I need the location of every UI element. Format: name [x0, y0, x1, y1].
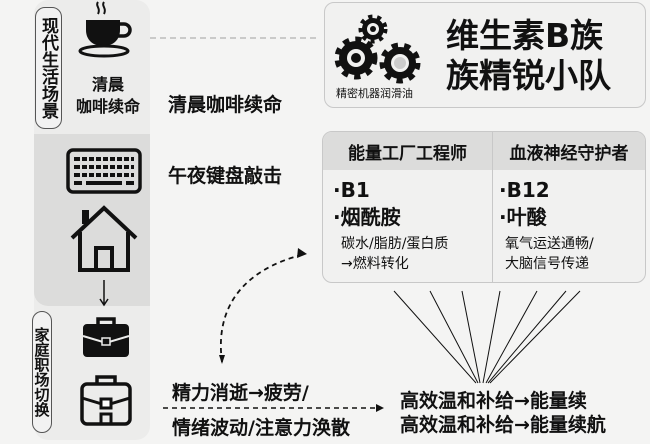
vitamin-table: 能量工厂工程师 ·B1 ·烟酰胺 碳水/脂肪/蛋白质 →燃料转化 血液神经守护者…	[322, 131, 646, 283]
coffee-caption-line2: 咖啡续命	[75, 97, 140, 116]
left-panel-mid-lower	[34, 248, 150, 306]
coffee-caption-line1: 清晨	[91, 75, 124, 94]
house-icon	[70, 205, 138, 272]
gears-icon	[334, 14, 421, 84]
vitamin-item: ·烟酰胺	[333, 205, 401, 229]
problem-text-line1: 精力消逝→疲劳/	[172, 382, 309, 404]
solution-text-line2: 高效温和补给→能量续航	[400, 414, 606, 436]
coffee-cup-icon	[78, 1, 132, 58]
arrow-head-up	[297, 248, 307, 258]
vitamin-item: ·B12	[499, 178, 550, 202]
scene-midnight-keyboard: 午夜键盘敲击	[168, 165, 283, 187]
table-column-energy: 能量工厂工程师 ·B1 ·烟酰胺 碳水/脂肪/蛋白质 →燃料转化	[323, 132, 493, 282]
scene-morning-coffee: 清晨咖啡续命	[168, 94, 283, 116]
coffee-caption: 清晨 咖啡续命	[68, 74, 148, 118]
main-title-line2: 族精锐小队	[446, 56, 611, 95]
main-title-line1: 维生素B族	[446, 16, 604, 55]
dashed-divider	[150, 37, 320, 39]
column-description: 氧气运送通畅/	[505, 236, 594, 252]
problem-text-line2: 情绪波动/注意力涣散	[172, 417, 350, 439]
table-column-blood-nerve: 血液神经守护者 ·B12 ·叶酸 氧气运送通畅/ 大脑信号传递	[493, 132, 645, 282]
column-header: 能量工厂工程师	[323, 132, 492, 170]
section-label-home-work: 家庭职场切换	[32, 311, 52, 433]
gear-caption: 精密机器润滑油	[336, 87, 413, 100]
briefcase-filled-icon	[82, 317, 130, 357]
column-description: 碳水/脂肪/蛋白质	[341, 236, 449, 252]
fan-lines	[393, 290, 581, 384]
keyboard-icon	[66, 148, 142, 194]
solution-text-line1: 高效温和补给→能量续	[400, 390, 587, 412]
column-description: 大脑信号传递	[505, 256, 589, 272]
main-title: 维生素B族 族精锐小队	[446, 16, 611, 96]
column-header: 血液神经守护者	[493, 132, 645, 170]
section-label-modern-life: 现代生活场景	[35, 7, 62, 129]
down-arrow-icon	[99, 280, 109, 307]
column-description: →燃料转化	[341, 256, 409, 272]
vitamin-item: ·叶酸	[499, 205, 547, 229]
arrow-head-down	[219, 355, 225, 364]
curved-dashed-arrow	[220, 253, 306, 363]
briefcase-outline-icon	[80, 375, 132, 426]
vitamin-item: ·B1	[333, 178, 370, 202]
